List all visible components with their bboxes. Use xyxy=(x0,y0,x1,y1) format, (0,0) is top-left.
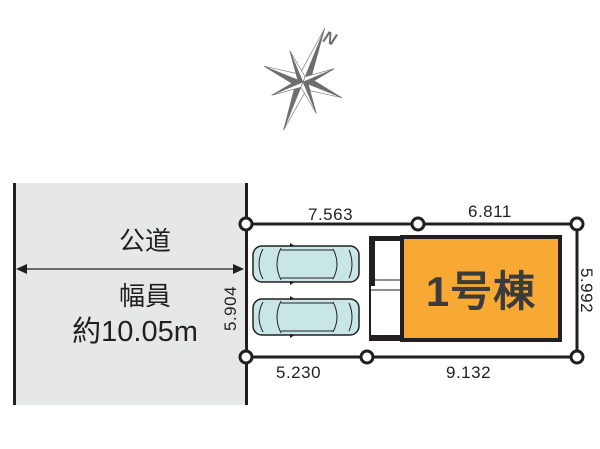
building-entrance xyxy=(369,236,403,341)
parked-car-2 xyxy=(252,296,360,338)
dim-bottom-left: 5.230 xyxy=(276,363,322,382)
dim-bottom-right: 9.132 xyxy=(446,363,492,382)
dim-left: 5.904 xyxy=(221,285,241,332)
dim-right: 5.992 xyxy=(577,267,597,314)
building-1: 1号棟 xyxy=(400,235,562,342)
compass-rose-icon xyxy=(263,28,343,131)
dim-top-left: 7.563 xyxy=(308,205,354,224)
road-width-arrow xyxy=(16,264,244,274)
road-width-label: 幅員 xyxy=(118,281,171,311)
road-edge-right xyxy=(245,183,248,405)
building-label: 1号棟 xyxy=(425,268,537,315)
road-name-label: 公道 xyxy=(118,226,171,256)
dim-top-right: 6.811 xyxy=(468,202,512,221)
parked-car-1 xyxy=(252,243,360,285)
public-road-area xyxy=(14,183,247,405)
road-edge-left xyxy=(13,183,16,405)
road-width-value: 約10.05m xyxy=(72,316,198,348)
boundary-markers xyxy=(238,216,585,365)
